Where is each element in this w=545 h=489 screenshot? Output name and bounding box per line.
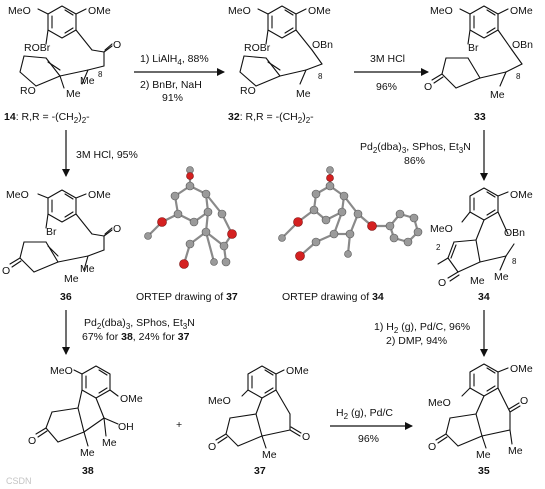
ketone-oxygen: O [302, 431, 310, 443]
reaction-arrow-5: Pd2(dba)3, SPhos, Et3N 67% for 38, 24% f… [62, 310, 195, 355]
methyl-label: Me [508, 445, 523, 457]
ketone-oxygen: O [208, 441, 216, 453]
yield-text: 96% [358, 433, 379, 445]
methoxy-label-right: OMe [88, 5, 111, 17]
benzyloxy-label: OBn [512, 39, 533, 51]
hydroxyl-label: OH [118, 421, 134, 433]
locant-8: 8 [318, 72, 323, 81]
reaction-arrow-3: 3M HCl, 95% [62, 130, 138, 177]
watermark: CSDN [6, 476, 32, 486]
reagent-line: Pd2(dba)3, SPhos, Et3N [84, 317, 195, 331]
compound-34: OMe MeO OBn O 2 8 Me Me 34 [430, 187, 533, 303]
benzyloxy-label: OBn [504, 227, 525, 239]
reagent-line: Pd2(dba)3, SPhos, Et3N [360, 141, 471, 155]
compound-38: MeO OMe OH O Me Me 38 [28, 365, 143, 477]
ortep-drawing-37: ORTEP drawing of 37 [136, 166, 238, 303]
locant-2: 2 [436, 243, 441, 252]
compound-label-32: 32: R,R = -(CH2)2- [228, 111, 314, 125]
ketone-oxygen: O [2, 265, 10, 277]
compound-label-35: 35 [478, 465, 490, 477]
reagent-line: 3M HCl [370, 53, 405, 65]
methyl-label: Me [80, 75, 95, 87]
methyl-label: Me [476, 449, 491, 461]
ketone-oxygen: O [113, 39, 121, 51]
methoxy-label-left: MeO [428, 397, 451, 409]
methyl-label: Me [80, 447, 95, 459]
reagent-line: 2) BnBr, NaH [140, 79, 202, 91]
ketone-oxygen: O [520, 395, 528, 407]
methoxy-label-right: OMe [510, 5, 533, 17]
methyl-label: Me [470, 275, 485, 287]
compound-label-34: 34 [478, 291, 490, 303]
methyl-label: Me [296, 88, 311, 100]
ortep-drawing-34: ORTEP drawing of 34 [278, 166, 423, 303]
methyl-label: Me [64, 273, 79, 285]
ketal-label: RO [240, 85, 256, 97]
yield-text: 91% [162, 92, 183, 104]
methoxy-label-right: OMe [286, 365, 309, 377]
ketone-oxygen: O [424, 81, 432, 93]
bromo-label: ROBr [244, 42, 271, 54]
compound-label-38: 38 [82, 465, 94, 477]
compound-35: OMe MeO O O Me Me 35 [428, 363, 533, 477]
methoxy-label-right: OMe [120, 393, 143, 405]
benzyloxy-label: OBn [312, 39, 333, 51]
yield-text: 67% for 38, 24% for 37 [82, 331, 190, 343]
methoxy-label-left: MeO [430, 5, 453, 17]
reagent-line: 3M HCl, 95% [76, 149, 138, 161]
reagent-line: H2 (g), Pd/C [336, 407, 393, 421]
yield-text: 96% [376, 81, 397, 93]
locant-8: 8 [512, 257, 517, 266]
reagent-line: 1) LiAlH4, 88% [140, 53, 209, 67]
ketone-oxygen: O [438, 277, 446, 289]
ortep-caption: ORTEP drawing of 37 [136, 291, 238, 303]
reaction-arrow-1: 1) LiAlH4, 88% 2) BnBr, NaH 91% [134, 53, 225, 104]
reagent-line: 2) DMP, 94% [386, 335, 447, 347]
methoxy-label-left: MeO [208, 395, 231, 407]
methoxy-label-right: OMe [88, 189, 111, 201]
ortep-caption: ORTEP drawing of 34 [282, 291, 384, 303]
methyl-label: Me [66, 88, 81, 100]
methoxy-label-top: OMe [510, 189, 533, 201]
yield-text: 86% [404, 155, 425, 167]
compound-label-37: 37 [254, 465, 266, 477]
bromo-label: Br [468, 42, 479, 54]
compound-33: MeO OMe O Br OBn Me 8 33 [424, 5, 533, 123]
locant-8: 8 [516, 72, 521, 81]
methoxy-label-left: MeO [50, 365, 73, 377]
ketone-oxygen: O [28, 435, 36, 447]
ketone-oxygen: O [428, 441, 436, 453]
methyl-label: Me [262, 449, 277, 461]
compound-32: MeO OMe ROBr RO Me OBn 8 32: R,R = -(CH2… [228, 5, 333, 125]
methoxy-label-left: MeO [228, 5, 251, 17]
reaction-arrow-2: 3M HCl 96% [354, 53, 429, 93]
compound-36: MeO OMe O O Br Me Me 36 [2, 189, 121, 303]
methyl-label: Me [80, 263, 95, 275]
ketal-label: RO [20, 85, 36, 97]
compound-14: MeO OMe O 8 ROBr RO Me Me 14: R,R = -(CH… [4, 5, 121, 125]
bromo-label: ROBr [24, 42, 51, 54]
methoxy-label-right: OMe [510, 363, 533, 375]
methyl-label: Me [490, 89, 505, 101]
bromo-label: Br [46, 226, 57, 238]
locant-8: 8 [98, 70, 103, 79]
ketone-oxygen: O [113, 223, 121, 235]
plus-sign: + [176, 419, 182, 431]
methoxy-label-left: MeO [430, 223, 453, 235]
reaction-arrow-7: H2 (g), Pd/C 96% [330, 407, 413, 445]
reaction-arrow-4: Pd2(dba)3, SPhos, Et3N 86% [360, 130, 488, 181]
compound-label-14: 14: R,R = -(CH2)2- [4, 111, 90, 125]
methyl-label: Me [102, 437, 117, 449]
methoxy-label-left: MeO [6, 189, 29, 201]
methyl-label: Me [494, 271, 509, 283]
compound-label-33: 33 [474, 111, 486, 123]
reaction-arrow-6: 1) H2 (g), Pd/C, 96% 2) DMP, 94% [374, 310, 488, 357]
reagent-line: 1) H2 (g), Pd/C, 96% [374, 321, 470, 335]
methoxy-label-right: OMe [308, 5, 331, 17]
compound-37: OMe MeO O O Me 37 [208, 365, 310, 477]
methoxy-label-left: MeO [8, 5, 31, 17]
compound-label-36: 36 [60, 291, 72, 303]
